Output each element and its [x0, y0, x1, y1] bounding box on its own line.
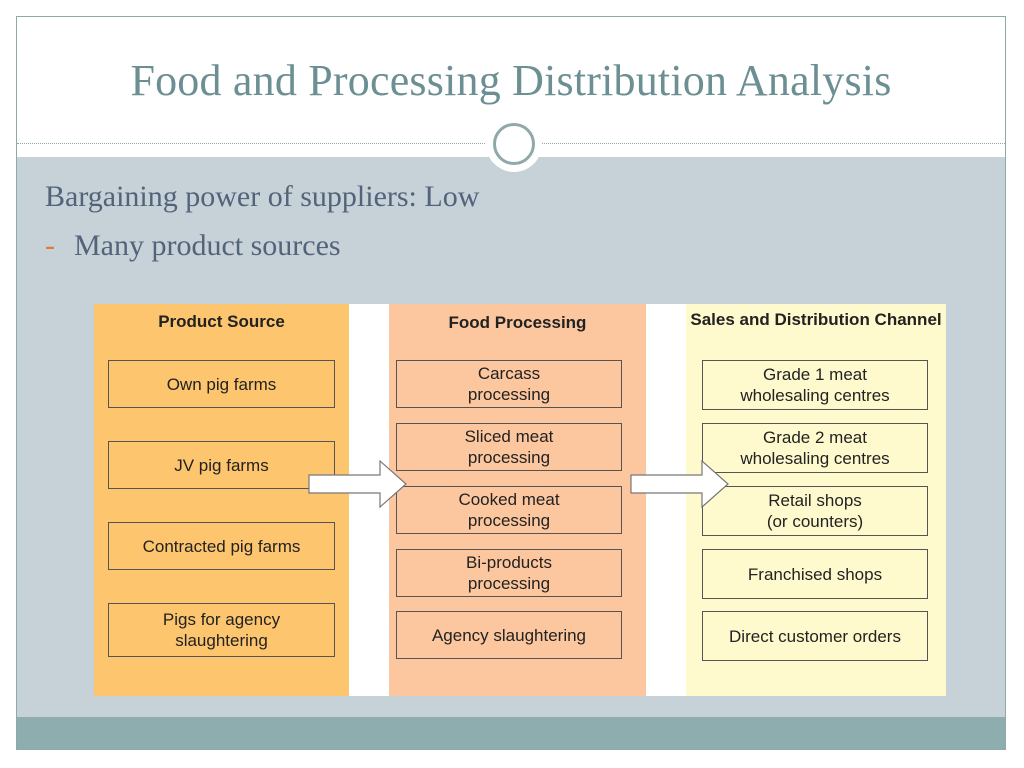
processing-box: Cooked meat processing — [396, 486, 622, 534]
source-box: Contracted pig farms — [108, 522, 335, 570]
sales-box: Franchised shops — [702, 549, 928, 599]
bullet-dash: - — [45, 229, 55, 262]
arrow-right-icon — [308, 460, 407, 509]
bullet-suppliers-power: Bargaining power of suppliers: Low — [45, 180, 480, 213]
arrow-right-icon — [630, 460, 729, 509]
sales-box: Direct customer orders — [702, 611, 928, 661]
divider-ring-icon — [493, 123, 535, 165]
slide: Food and Processing Distribution Analysi… — [16, 16, 1006, 750]
column-sales-distribution: Sales and Distribution Channel Grade 1 m… — [686, 304, 946, 696]
column-header: Product Source — [158, 312, 285, 331]
column-header: Food Processing — [448, 313, 587, 332]
footer-band — [17, 717, 1005, 749]
distribution-diagram: Product Source Own pig farms JV pig farm… — [94, 304, 946, 696]
sales-box: Grade 1 meat wholesaling centres — [702, 360, 928, 410]
source-box: Pigs for agency slaughtering — [108, 603, 335, 657]
source-box: Own pig farms — [108, 360, 335, 408]
processing-box: Sliced meat processing — [396, 423, 622, 471]
processing-box: Carcass processing — [396, 360, 622, 408]
column-food-processing: Food Processing Carcass processing Slice… — [389, 304, 646, 696]
bullet-many-sources: Many product sources — [74, 229, 341, 262]
column-header: Sales and Distribution Channel — [690, 310, 942, 329]
processing-box: Bi-products processing — [396, 549, 622, 597]
slide-title: Food and Processing Distribution Analysi… — [130, 56, 892, 105]
sales-box: Grade 2 meat wholesaling centres — [702, 423, 928, 473]
source-box: JV pig farms — [108, 441, 335, 489]
sales-box: Retail shops (or counters) — [702, 486, 928, 536]
column-product-source: Product Source Own pig farms JV pig farm… — [94, 304, 349, 696]
processing-box: Agency slaughtering — [396, 611, 622, 659]
